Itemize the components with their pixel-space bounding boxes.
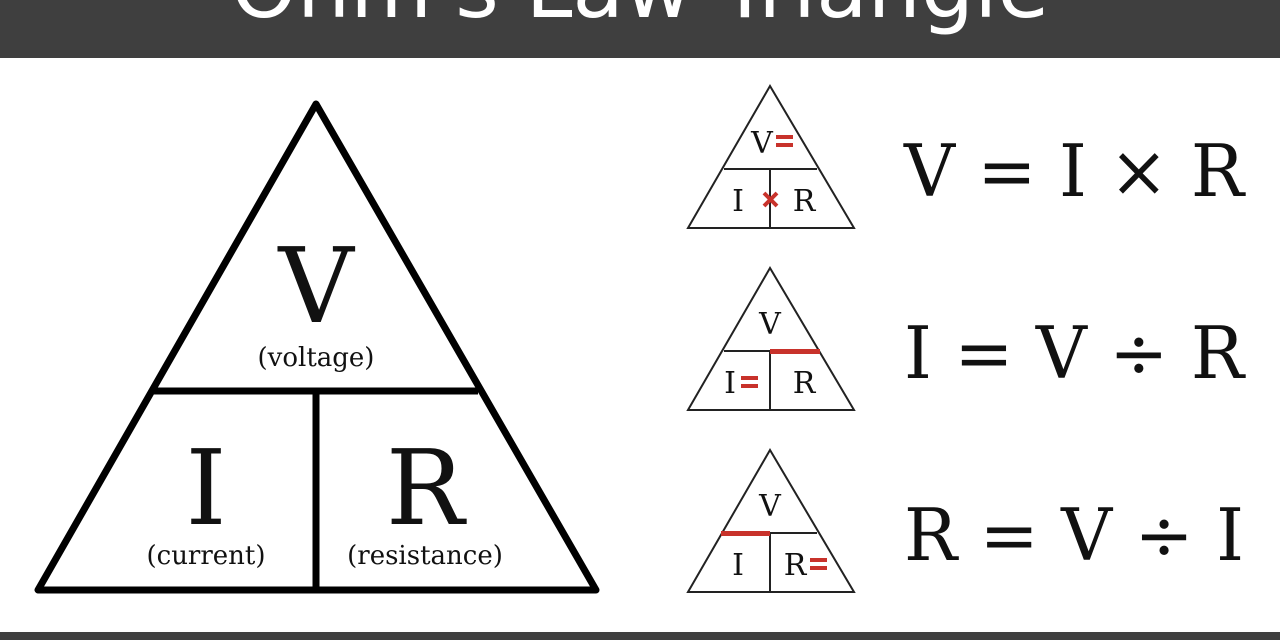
mini-voltage-symbol: V bbox=[758, 307, 782, 342]
main-current-symbol: I bbox=[185, 427, 226, 549]
main-current-label: (current) bbox=[146, 541, 265, 571]
formula-current: V I R I = V ÷ R bbox=[686, 266, 1246, 411]
mini-resistance-symbol: R bbox=[793, 184, 817, 219]
main-voltage-label: (voltage) bbox=[258, 343, 375, 373]
highlight-equals-bottom-bar bbox=[776, 143, 793, 147]
mini-current-symbol: I bbox=[732, 184, 744, 219]
mini-current-symbol: I bbox=[732, 548, 744, 583]
mini-current-symbol: I bbox=[724, 366, 736, 401]
formula-voltage: V I R V = I × R bbox=[686, 84, 1246, 229]
equation-resistance: R = V ÷ I bbox=[904, 493, 1244, 577]
mini-voltage-symbol: V bbox=[758, 489, 782, 524]
highlight-equals-top-bar bbox=[776, 135, 793, 139]
mini-resistance-symbol: R bbox=[784, 548, 808, 583]
highlight-equals-bottom-bar bbox=[810, 566, 827, 570]
main-resistance-label: (resistance) bbox=[347, 541, 503, 571]
main-resistance-symbol: R bbox=[386, 427, 467, 549]
mini-resistance-symbol: R bbox=[793, 366, 817, 401]
highlight-equals-bottom-bar bbox=[741, 384, 758, 388]
equation-voltage: V = I × R bbox=[903, 129, 1246, 213]
mini-voltage-symbol: V bbox=[750, 126, 774, 161]
fraction-bar-icon bbox=[721, 531, 770, 536]
fraction-bar-icon bbox=[770, 349, 820, 354]
highlight-equals-top-bar bbox=[741, 376, 758, 380]
page-title: Ohm's Law Triangle bbox=[0, 0, 1280, 38]
formula-resistance: V I R R = V ÷ I bbox=[686, 448, 1244, 593]
equation-current: I = V ÷ R bbox=[904, 311, 1246, 395]
multiply-icon-stroke-b bbox=[762, 191, 779, 208]
footer-bar bbox=[0, 632, 1280, 640]
highlight-equals-top-bar bbox=[810, 558, 827, 562]
main-triangle: V (voltage) I (current) R (resistance) bbox=[34, 100, 600, 594]
header-bar: Ohm's Law Triangle bbox=[0, 0, 1280, 58]
main-voltage-symbol: V bbox=[276, 225, 355, 347]
